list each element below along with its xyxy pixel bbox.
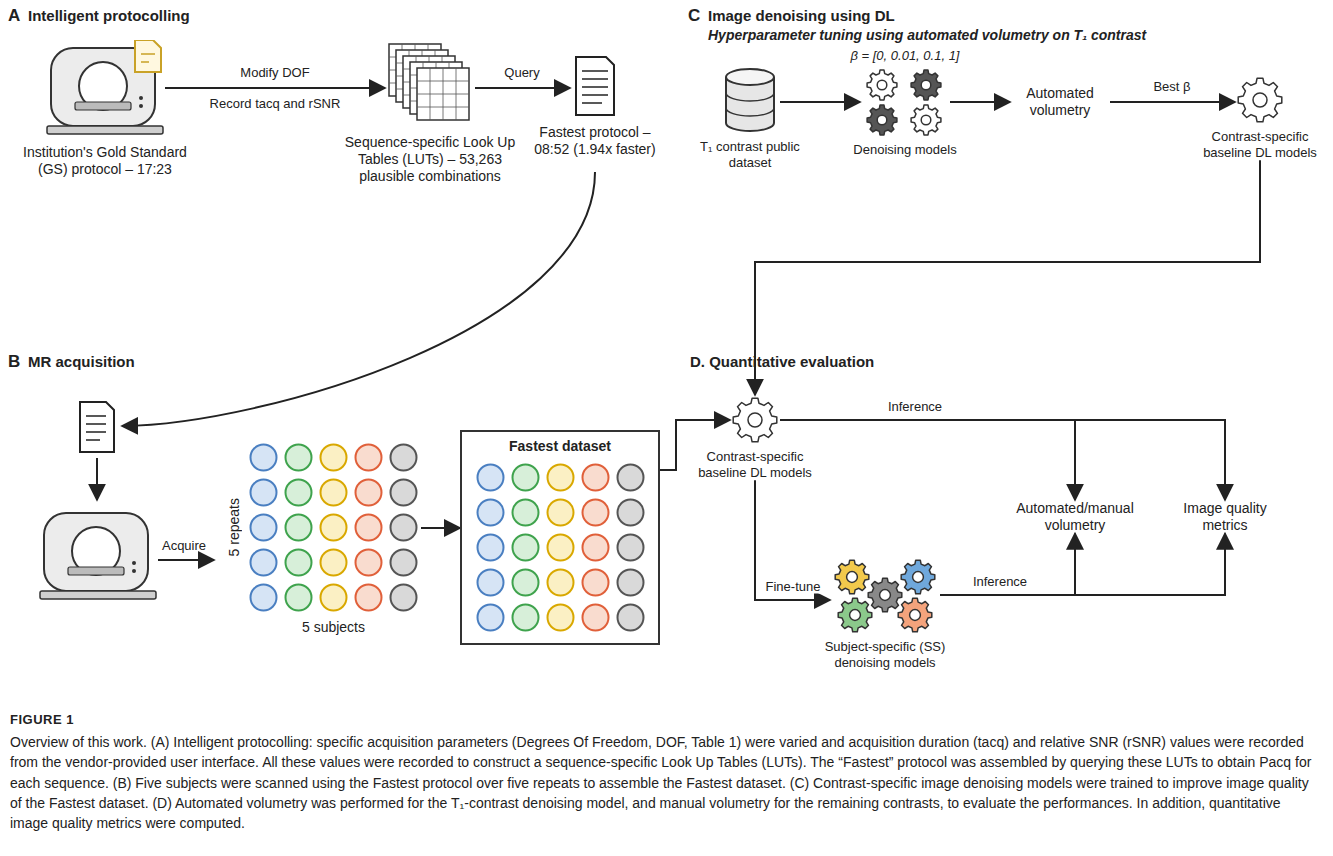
connector-arrow [940, 534, 1225, 595]
figure-caption: Overview of this work. (A) Intelligent p… [10, 732, 1320, 833]
node-label: Institution's Gold Standard (GS) protoco… [10, 144, 200, 178]
edge-label: Inference [970, 574, 1030, 589]
node-label: Contrast-specific baseline DL models [1190, 129, 1330, 160]
process-text: Automated/manual volumetry [1010, 500, 1140, 534]
edge-label: Fine-tune [763, 579, 824, 594]
gear1-icon [730, 395, 780, 445]
flow-curve [122, 172, 595, 426]
mri-scanner [40, 513, 156, 599]
arrow-note: Acquire [162, 538, 206, 553]
connector-arrow [1110, 101, 1235, 103]
circle-grid [473, 460, 648, 635]
model-gears: Subject-specific (SS) denoising models [800, 555, 970, 670]
acquisition-grid: 5 repeats 5 subjects [226, 440, 421, 635]
panel-letter: C [688, 6, 700, 26]
axis-label: 5 subjects [246, 619, 421, 635]
flow-arrow [96, 458, 98, 500]
connector-arrow [780, 420, 1225, 500]
connector-arrow [475, 87, 570, 89]
arrow-note: Record tacq and rSNR [210, 96, 341, 111]
luts-icon [385, 40, 475, 130]
box-title: Fastest dataset [470, 438, 650, 454]
connector-arrow [780, 420, 1075, 500]
dataset-box: Fastest dataset [460, 430, 660, 645]
grid-row: 5 repeats [226, 440, 421, 615]
connector-arrow [780, 101, 860, 103]
connector-arrow [950, 101, 1010, 103]
scan0-icon [45, 40, 165, 140]
doc-icon [570, 55, 620, 120]
panel-subtitle: Hyperparameter tuning using automated vo… [708, 27, 1146, 43]
node-label: Automated/manual volumetry [1010, 500, 1140, 534]
connector-arrow [940, 534, 1075, 595]
connector-arrow [165, 87, 385, 89]
figure-number: FIGURE 1 [10, 712, 74, 727]
node-label: Image quality metrics [1170, 500, 1280, 534]
gear1-icon [1235, 75, 1285, 125]
process-text: Automated volumetry [1010, 85, 1110, 119]
database: T₁ contrast public dataset [690, 65, 810, 170]
edge-label: Query [501, 65, 542, 80]
panel-letter: A [8, 6, 20, 26]
model-gear: Contrast-specific baseline DL models [1190, 75, 1330, 160]
connector-arrow [755, 480, 830, 600]
node-label: Denoising models [830, 142, 980, 158]
flow-arrow [158, 559, 214, 561]
parameter-label: β = [0, 0.01, 0.1, 1] [830, 48, 980, 64]
gears5-icon [830, 555, 940, 635]
node-label: Fastest protocol – 08:52 (1.94x faster) [520, 124, 670, 158]
edge-label: Modify DOF [237, 65, 312, 80]
node-label: T₁ contrast public dataset [690, 139, 810, 170]
gears4-icon [860, 68, 950, 138]
panel-title: D. Quantitative evaluation [690, 353, 874, 370]
panel-title: MR acquisition [28, 353, 135, 370]
scanner-node: Institution's Gold Standard (GS) protoco… [10, 40, 200, 178]
panel-title: Image denoising using DL [708, 7, 895, 24]
protocol-document [80, 402, 114, 452]
edge-label: Inference [885, 399, 945, 414]
node-label: Contrast-specific baseline DL models [690, 449, 820, 480]
db-icon [720, 65, 780, 135]
model-gear: Contrast-specific baseline DL models [690, 395, 820, 480]
panel-title: Intelligent protocolling [28, 7, 190, 24]
edge-label: Best β [1150, 79, 1193, 94]
model-gears: β = [0, 0.01, 0.1, 1] Denoising models [830, 48, 980, 157]
lut-stack: Sequence-specific Look Up Tables (LUTs) … [330, 40, 530, 184]
panel-letter: B [8, 352, 20, 372]
connector-arrow [421, 527, 460, 529]
process-text: Image quality metrics [1170, 500, 1280, 534]
node-label: Sequence-specific Look Up Tables (LUTs) … [330, 134, 530, 184]
node-label: Automated volumetry [1010, 85, 1110, 119]
node-label: Subject-specific (SS) denoising models [800, 639, 970, 670]
axis-label: 5 repeats [226, 498, 246, 556]
circle-grid [246, 440, 421, 615]
